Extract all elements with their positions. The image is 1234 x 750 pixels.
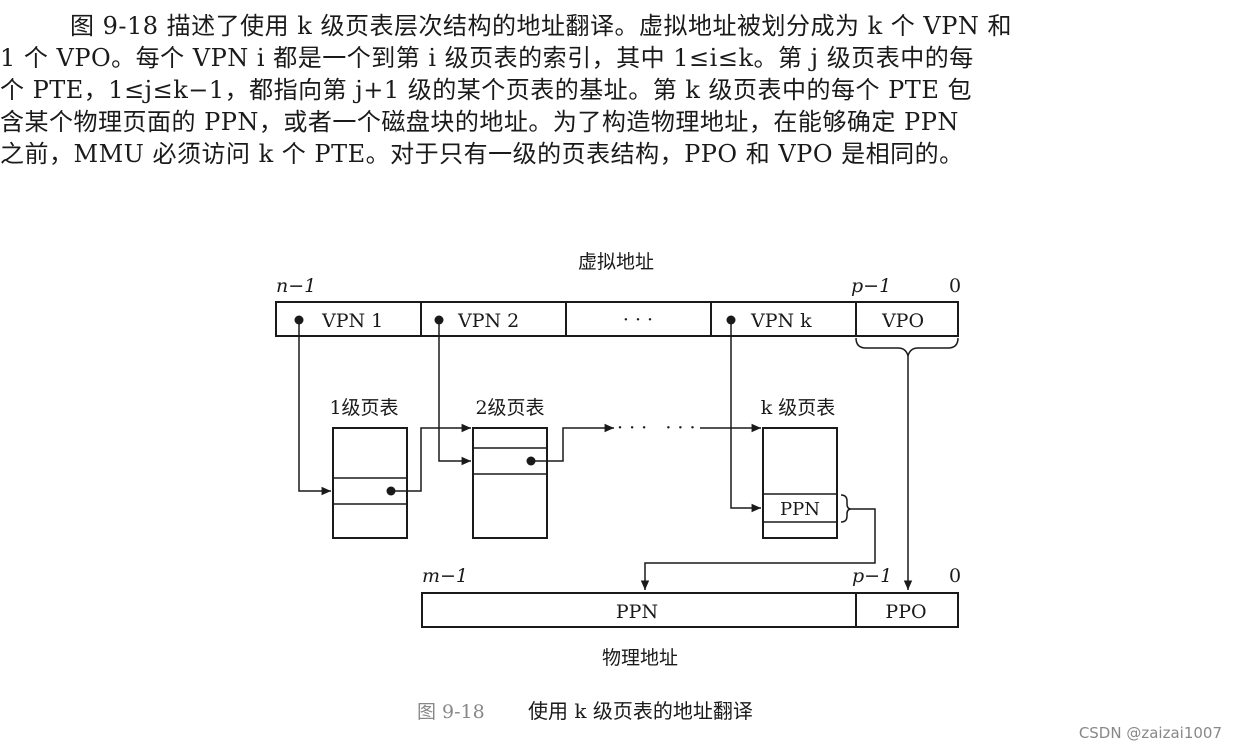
- vpn1-to-level1-arrow: [298, 320, 331, 496]
- va-low-bit-label: 0: [949, 275, 961, 297]
- paragraph-line: 1 个 VPO。每个 VPN i 都是一个到第 i 级页表的索引，其中 1≤i≤…: [0, 44, 974, 72]
- ppn-entry-brace: [840, 494, 852, 523]
- paragraph-line: 个 PTE，1≤j≤k−1，都指向第 j+1 级的某个页表的基址。第 k 级页表…: [0, 76, 972, 104]
- physical-address-title: 物理地址: [602, 647, 678, 669]
- levelk-page-table: [762, 427, 838, 539]
- pa-split-bit-label: p−1: [852, 565, 892, 587]
- ppn-to-physical-arrow: [640, 508, 876, 590]
- figure-caption-number: 图 9-18: [417, 701, 485, 723]
- level1-to-level2-arrow: [391, 423, 471, 492]
- vpn2-label: VPN 2: [457, 310, 519, 332]
- level1-page-table: [332, 427, 408, 539]
- physical-address-bar: [421, 592, 959, 628]
- va-high-bit-label: n−1: [276, 275, 316, 297]
- vpo-label: VPO: [881, 310, 924, 332]
- figure-caption-text: 使用 k 级页表的地址翻译: [528, 699, 753, 723]
- virtual-address-bar: [275, 301, 959, 337]
- ppn-field-label: PPN: [616, 601, 658, 623]
- paragraph-line: 含某个物理页面的 PPN，或者一个磁盘块的地址。为了构造物理地址，在能够确定 P…: [0, 108, 959, 136]
- vpn-ellipsis: · · ·: [623, 309, 653, 331]
- virtual-address-title: 虚拟地址: [578, 251, 654, 273]
- vpnk-label: VPN k: [750, 310, 812, 332]
- vpnk-to-levelk-arrow: [730, 320, 761, 513]
- pa-low-bit-label: 0: [949, 565, 961, 587]
- level2-page-table: [472, 427, 548, 539]
- paragraph-line: 图 9-18 描述了使用 k 级页表层次结构的地址翻译。虚拟地址被划分成为 k …: [70, 12, 1013, 40]
- levelk-table-label: k 级页表: [761, 397, 836, 419]
- pa-high-bit-label: m−1: [422, 565, 468, 587]
- body-paragraph: 图 9-18 描述了使用 k 级页表层次结构的地址翻译。虚拟地址被划分成为 k …: [0, 10, 1234, 170]
- levelk-ppn-entry: PPN: [780, 499, 820, 520]
- vpn1-label: VPN 1: [321, 310, 383, 332]
- va-split-bit-label: p−1: [851, 275, 891, 297]
- csdn-watermark: CSDN @zaizai1007: [1078, 724, 1222, 742]
- vpo-brace: [855, 337, 959, 357]
- between-tables-ellipsis: · · · · · ·: [617, 417, 696, 439]
- level2-to-next-arrow: [531, 423, 614, 462]
- ppo-field-label: PPO: [885, 601, 926, 623]
- paragraph-line: 之前，MMU 必须访问 k 个 PTE。对于只有一级的页表结构，PPO 和 VP…: [0, 140, 964, 168]
- level1-table-label: 1级页表: [329, 397, 398, 419]
- vpn2-to-level2-arrow: [438, 320, 471, 466]
- level2-table-label: 2级页表: [475, 397, 544, 419]
